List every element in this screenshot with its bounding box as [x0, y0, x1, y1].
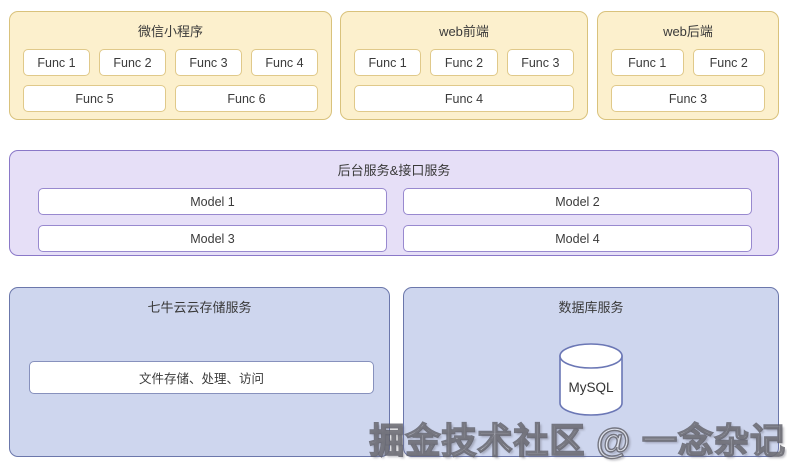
panel-wechat-miniprogram: 微信小程序 Func 1 Func 2 Func 3 Func 4 Func 5…	[9, 11, 332, 120]
panel-web-frontend: web前端 Func 1 Func 2 Func 3 Func 4	[340, 11, 588, 120]
panel-backend-services: 后台服务&接口服务 Model 1 Model 2 Model 3 Model …	[9, 150, 779, 256]
func-box: Func 5	[23, 85, 166, 112]
panel-web-backend: web后端 Func 1 Func 2 Func 3	[597, 11, 779, 120]
model-box: Model 1	[38, 188, 387, 215]
func-box: Func 2	[692, 49, 765, 76]
func-row: Func 4	[341, 85, 587, 112]
func-box: Func 1	[354, 49, 422, 76]
func-box: Func 2	[99, 49, 166, 76]
func-row: Func 1 Func 2 Func 3	[341, 49, 587, 76]
func-box: Func 6	[175, 85, 318, 112]
panel-database-service: 数据库服务 MySQL	[403, 287, 779, 457]
database-cylinder-icon: MySQL	[559, 343, 623, 416]
func-row: Func 5 Func 6	[10, 85, 331, 112]
func-row: Func 3	[598, 85, 778, 112]
func-box: Func 1	[23, 49, 90, 76]
panel-qiniu-storage: 七牛云云存储服务 文件存储、处理、访问	[9, 287, 390, 457]
panel-title-qiniu-storage: 七牛云云存储服务	[147, 300, 252, 315]
func-box: Func 4	[251, 49, 318, 76]
func-row: Func 1 Func 2 Func 3 Func 4	[10, 49, 331, 76]
func-row: Func 1 Func 2	[598, 49, 778, 76]
func-box: Func 3	[175, 49, 242, 76]
func-box: Func 3	[506, 49, 574, 76]
func-box: Func 2	[430, 49, 498, 76]
panel-title-database-service: 数据库服务	[558, 300, 624, 315]
panel-title-web-frontend: web前端	[439, 24, 489, 39]
database-figure: MySQL	[404, 342, 778, 418]
panel-title-backend-services: 后台服务&接口服务	[337, 163, 451, 178]
storage-feature-box: 文件存储、处理、访问	[29, 361, 374, 394]
model-box: Model 4	[403, 225, 752, 252]
panel-title-web-backend: web后端	[663, 24, 713, 39]
model-box: Model 3	[38, 225, 387, 252]
model-box: Model 2	[403, 188, 752, 215]
mysql-label: MySQL	[568, 380, 614, 395]
func-box: Func 1	[611, 49, 684, 76]
func-box: Func 3	[611, 85, 765, 112]
func-box: Func 4	[354, 85, 574, 112]
model-grid: Model 1 Model 2 Model 3 Model 4	[10, 179, 778, 252]
panel-title-wechat: 微信小程序	[137, 24, 203, 39]
